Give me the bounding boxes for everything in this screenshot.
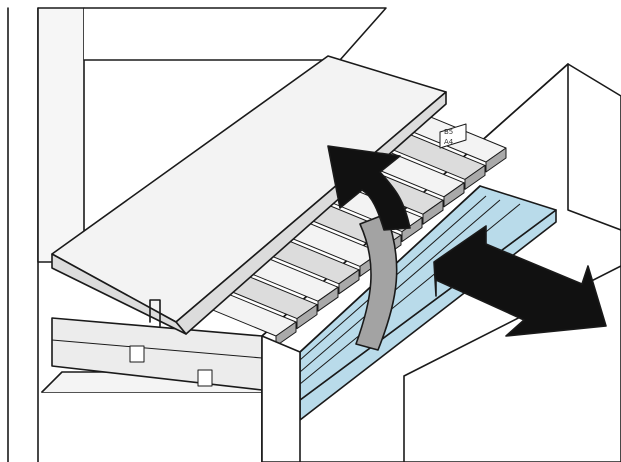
- tray-floor: [51, 317, 263, 391]
- rail-slat-edge: [338, 269, 360, 295]
- rail-slat-edge: [296, 304, 318, 330]
- rail-slat-edge: [485, 147, 507, 173]
- tray-size-mark: A4: [444, 138, 454, 146]
- tray-size-mark: B5: [444, 128, 454, 136]
- rail-slat-edge: [401, 217, 423, 243]
- pull-out-arrow-icon: [433, 225, 607, 337]
- rail-slat-edge: [443, 182, 465, 208]
- rail-slat-edge: [317, 286, 339, 312]
- rail-slat-edge: [422, 199, 444, 225]
- lift-arrow-icon: [355, 213, 398, 351]
- machine-cabinet: [7, 7, 387, 462]
- rail-slat-edge: [464, 164, 486, 190]
- lift-arrow-icon: [327, 145, 411, 231]
